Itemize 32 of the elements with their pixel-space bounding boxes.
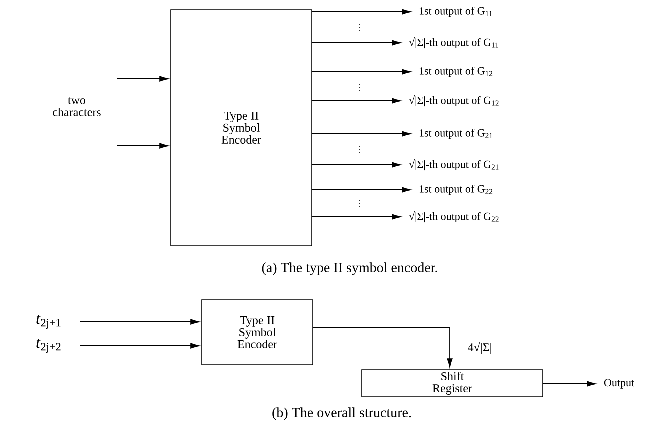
arrow [312, 98, 401, 104]
shift-register-box: Shift Register [362, 370, 544, 398]
arrow [312, 9, 411, 15]
arrow [312, 131, 411, 137]
output-label: √|Σ|-th output of G$_{22}$ [409, 211, 499, 223]
arrow [312, 40, 401, 46]
input-label: t$_{2j+2}$ [36, 339, 61, 353]
output-label: √|Σ|-th output of G$_{11}$ [409, 37, 498, 49]
arrow [312, 214, 401, 220]
caption: (a) The type II symbol encoder. [262, 262, 438, 276]
caption: (b) The overall structure. [272, 408, 412, 420]
arrow [312, 187, 411, 193]
output-label: 1st output of G$_{21}$ [420, 128, 493, 140]
arrow [80, 343, 200, 349]
output-label: Output [604, 379, 634, 389]
input-label: two characters [53, 98, 101, 116]
arrow [312, 69, 411, 75]
arrow [116, 143, 169, 149]
output-label: √|Σ|-th output of G$_{21}$ [409, 159, 499, 171]
arrow [312, 328, 453, 368]
arrow [312, 162, 401, 168]
output-label: √|Σ|-th output of G$_{12}$ [409, 95, 499, 107]
edge-label: 4√|Σ| [466, 340, 494, 356]
encoder-box: Type II Symbol Encoder [170, 10, 312, 246]
arrow [80, 319, 200, 325]
encoder-box: Type II Symbol Encoder [202, 300, 314, 366]
arrow [116, 76, 169, 82]
arrow [542, 381, 596, 387]
output-label: 1st output of G$_{22}$ [420, 184, 493, 196]
output-label: 1st output of G$_{12}$ [420, 66, 493, 78]
output-label: 1st output of G$_{11}$ [420, 6, 492, 18]
input-label: t$_{2j+1}$ [36, 315, 61, 329]
